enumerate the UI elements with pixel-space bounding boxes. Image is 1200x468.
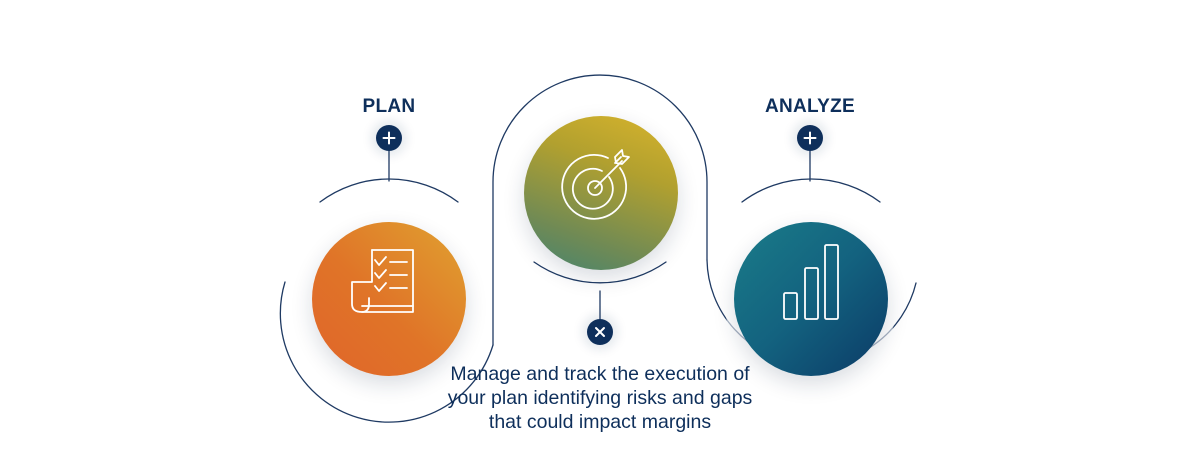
stage-label-analyze: ANALYZE xyxy=(764,96,856,117)
execute-lower-arc xyxy=(533,261,667,284)
plan-lower-arc xyxy=(279,281,494,423)
bar-chart-icon xyxy=(783,244,839,320)
target-arrow-icon xyxy=(561,149,630,220)
expand-analyze-button[interactable] xyxy=(797,125,823,151)
plus-icon xyxy=(803,131,817,145)
stage-circle-execute[interactable] xyxy=(524,116,678,270)
collapse-execute-button[interactable] xyxy=(587,319,613,345)
center-track xyxy=(492,74,708,346)
plus-icon xyxy=(382,131,396,145)
close-icon xyxy=(595,327,605,337)
stage-label-plan: PLAN xyxy=(362,96,416,117)
analyze-upper-arc xyxy=(741,178,881,203)
stage-circle-analyze[interactable] xyxy=(734,222,888,376)
checklist-icon xyxy=(351,249,414,313)
expand-plan-button[interactable] xyxy=(376,125,402,151)
execute-description: Manage and track the execution of your p… xyxy=(447,363,753,433)
stage-circle-plan[interactable] xyxy=(312,222,466,376)
plan-upper-arc xyxy=(319,178,459,203)
